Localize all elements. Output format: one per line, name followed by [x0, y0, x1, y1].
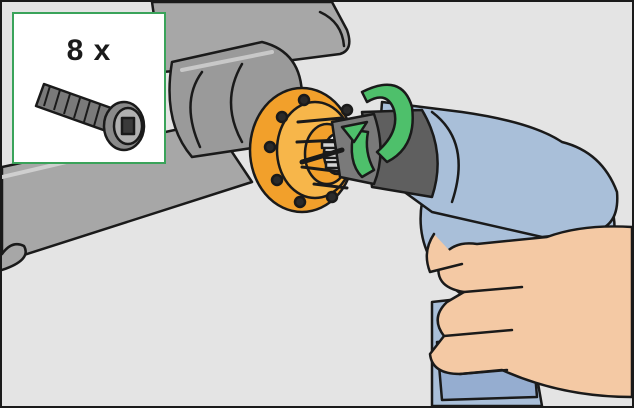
hand-icon: [427, 226, 632, 397]
screw-quantity-inset: 8 x: [12, 12, 166, 164]
torx-screw-icon: [14, 14, 164, 162]
